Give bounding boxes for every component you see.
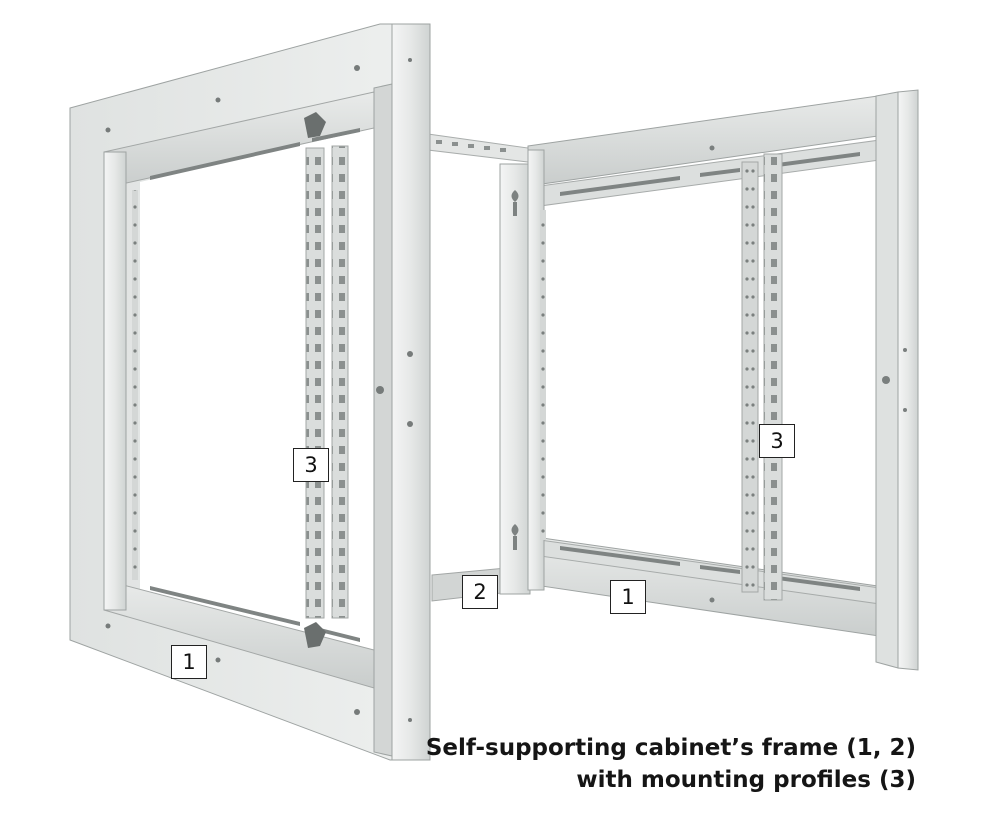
keyhole-slot-upper [511,190,519,216]
left-front-post [373,83,393,757]
callout-left-profile: 3 [293,448,329,482]
left-frame [69,23,431,761]
right-bottom-slots [560,546,860,591]
thumb-screw-upper [304,112,326,138]
thumb-screw-lower [304,622,326,648]
left-top-slots [150,128,360,180]
caption-line-2: with mounting profiles (3) [576,767,916,793]
side-top-rail-holes [436,140,506,152]
caption-line-1: Self-supporting cabinet’s frame (1, 2) [425,735,916,761]
side-frame-2 [427,133,531,602]
right-front-post-face [897,89,919,671]
right-frame-bolts [709,145,907,603]
side-rear-post [499,163,531,595]
left-front-post-face [391,23,431,761]
left-frame-bolts [105,58,413,722]
callout-right-frame: 1 [610,580,646,614]
right-mounting-profile-3-front [763,153,783,601]
keyhole-slot-lower [511,524,519,550]
figure-caption: Self-supporting cabinet’s frame (1, 2) w… [426,732,916,796]
left-mounting-profile-3-rear [331,145,349,619]
side-top-rail [427,133,529,163]
right-top-slots [560,152,860,196]
right-frame [527,89,919,671]
right-inner-post-holes [540,210,546,540]
left-mounting-profile-3 [305,147,325,619]
callout-side-frame: 2 [462,575,498,609]
callout-left-frame: 1 [171,645,207,679]
callout-right-profile: 3 [759,424,795,458]
left-inner-post-holes [132,190,138,580]
right-mounting-profile-3 [741,161,759,593]
left-inner-post [103,151,127,611]
